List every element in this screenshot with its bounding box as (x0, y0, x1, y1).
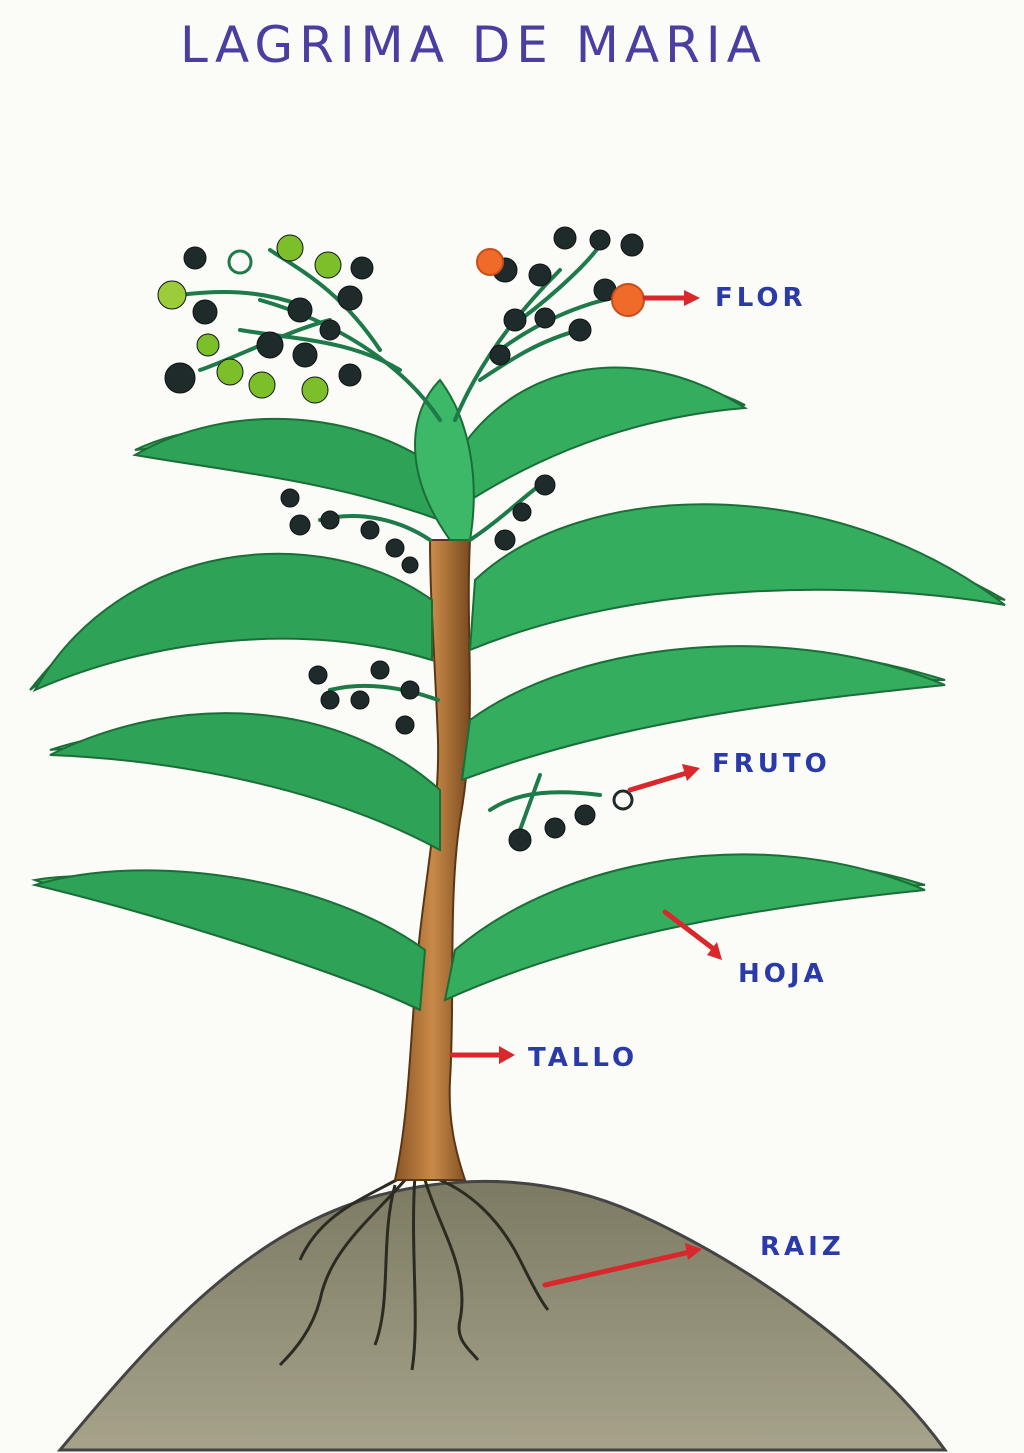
label-leaf: HOJA (738, 959, 828, 989)
leaf (470, 504, 1005, 650)
leaf (462, 646, 945, 780)
diagram-title: LAGRIMA DE MARIA (180, 16, 767, 74)
leaf (35, 870, 425, 1010)
label-stem: TALLO (528, 1043, 638, 1073)
leaf (455, 367, 745, 510)
leaves (30, 367, 1005, 1010)
flowers (477, 249, 644, 316)
label-fruit: FRUTO (712, 749, 831, 779)
label-flower: FLOR (715, 283, 807, 313)
label-root: RAIZ (760, 1232, 845, 1262)
soil-mound (60, 1181, 945, 1450)
flower (477, 249, 503, 275)
leaf (50, 713, 440, 850)
leaf (415, 380, 474, 540)
flower (612, 284, 644, 316)
